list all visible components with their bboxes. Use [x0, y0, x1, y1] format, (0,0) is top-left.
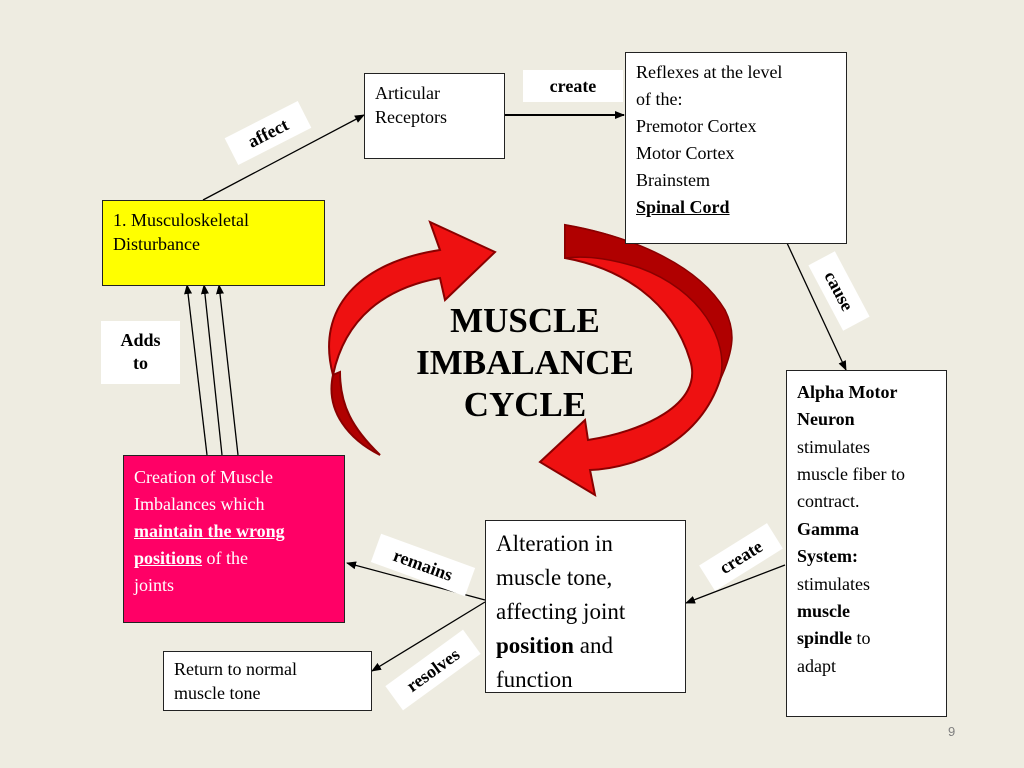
- alteration-box: Alteration in muscle tone, affecting joi…: [485, 520, 686, 693]
- arrow-alteration-to-return: [371, 601, 486, 672]
- reflexes-line-2: of the:: [636, 89, 683, 109]
- alpha-bold-1: Alpha Motor: [797, 382, 898, 402]
- return-normal-box: Return to normal muscle tone: [163, 651, 372, 711]
- alpha-bold-5: muscle: [797, 600, 850, 621]
- label-adds-line-2: to: [133, 352, 148, 373]
- reflexes-line-3: Premotor Cortex: [636, 116, 757, 136]
- reflexes-line-5: Brainstem: [636, 170, 710, 190]
- label-adds-line-1: Adds: [120, 330, 161, 350]
- label-create-top: create: [523, 70, 623, 102]
- articular-line-2: Receptors: [375, 106, 447, 127]
- cycle-arrow-left: [328, 220, 497, 376]
- alteration-bold: position: [496, 633, 574, 659]
- reflexes-line-6-wrap: Spinal Cord: [636, 194, 836, 221]
- creation-emph-2: positions: [134, 548, 203, 568]
- alpha-text-1: stimulates: [797, 436, 870, 457]
- title-line-2: IMBALANCE: [416, 343, 634, 382]
- arrow-creation-to-disturbance-3: [216, 284, 239, 456]
- cycle-arrow-right-shade: [564, 224, 733, 381]
- title-line-3: CYCLE: [463, 385, 587, 424]
- title-line-1: MUSCLE: [450, 301, 600, 340]
- creation-line-5: joints: [134, 575, 175, 595]
- return-line-1: Return to normal: [174, 659, 297, 679]
- alpha-text-3: contract.: [797, 491, 860, 512]
- alpha-bold-3: Gamma: [797, 518, 859, 539]
- alteration-line-2: muscle tone,: [496, 565, 613, 591]
- reflexes-line-6: Spinal Cord: [636, 197, 730, 217]
- arrow-creation-to-disturbance-1: [184, 284, 208, 456]
- page-number: 9: [948, 724, 956, 739]
- reflexes-line-1: Reflexes at the level: [636, 62, 783, 82]
- alpha-text-4: stimulates: [797, 573, 870, 594]
- arrow-creation-to-disturbance-2: [200, 284, 223, 456]
- alteration-line-5: function: [496, 667, 573, 693]
- alpha-text-6: adapt: [797, 655, 836, 676]
- alpha-bold-4: System:: [797, 546, 858, 567]
- articular-line-1: Articular: [375, 83, 440, 103]
- alteration-line-4: position and: [496, 629, 675, 663]
- cycle-title: MUSCLE IMBALANCE CYCLE: [385, 300, 665, 426]
- creation-line-1: Creation of Muscle: [134, 467, 273, 487]
- alteration-line-1: Alteration in: [496, 531, 613, 556]
- creation-imbalances-box: Creation of Muscle Imbalances which main…: [123, 455, 345, 623]
- reflexes-line-4: Motor Cortex: [636, 143, 735, 163]
- alpha-line-spindle: spindle to: [797, 625, 936, 652]
- alpha-bold-6: spindle: [797, 628, 853, 649]
- arrow-alpha-to-alteration: [685, 564, 786, 604]
- articular-receptors-box: Articular Receptors: [364, 73, 505, 159]
- arrow-disturbance-to-articular: [202, 114, 365, 201]
- musculoskeletal-disturbance-box: 1. Musculoskeletal Disturbance: [102, 200, 325, 286]
- alpha-bold-2: Neuron: [797, 409, 855, 430]
- reflexes-box: Reflexes at the level of the: Premotor C…: [625, 52, 847, 244]
- label-adds-to: Adds to: [101, 321, 180, 384]
- disturbance-line-2: Disturbance: [113, 233, 200, 254]
- cycle-arrow-left-shade: [330, 370, 381, 456]
- arrow-reflexes-to-alpha: [786, 242, 847, 371]
- alteration-line-3: affecting joint: [496, 599, 626, 625]
- creation-emph-1: maintain the wrong: [134, 521, 285, 541]
- alteration-rest-4: and: [573, 633, 613, 659]
- alpha-motor-neuron-box: Alpha Motor Neuron stimulates muscle fib…: [786, 370, 947, 717]
- disturbance-line-1: 1. Musculoskeletal: [113, 210, 249, 230]
- creation-emph-1-wrap: maintain the wrong: [134, 518, 334, 545]
- return-line-2: muscle tone: [174, 682, 261, 703]
- creation-line-4: positions of the: [134, 545, 334, 572]
- creation-rest-2: of the: [202, 548, 249, 568]
- alpha-text-5: to: [852, 628, 871, 649]
- alpha-text-2: muscle fiber to: [797, 464, 905, 485]
- creation-line-2: Imbalances which: [134, 494, 265, 514]
